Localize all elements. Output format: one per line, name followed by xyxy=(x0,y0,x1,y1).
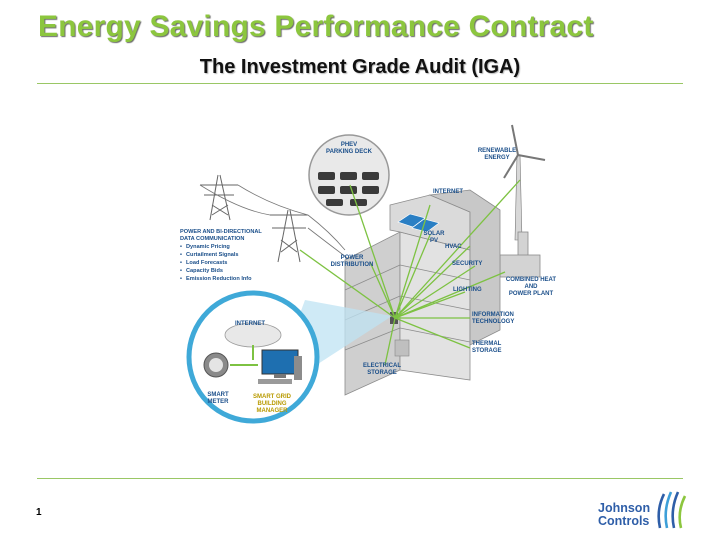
smart-grid-label-1: SMART GRID xyxy=(253,394,292,400)
logo-mark-icon xyxy=(654,488,688,532)
power-dist-label-1: POWER xyxy=(341,255,364,261)
it-label-1: INFORMATION xyxy=(472,312,514,318)
electrical-storage-unit xyxy=(395,340,409,356)
thermal-label-2: STORAGE xyxy=(472,348,502,354)
power-comm-heading-2: DATA COMMUNICATION xyxy=(180,236,244,242)
security-label: SECURITY xyxy=(452,261,482,267)
phev-label-1: PHEV xyxy=(341,142,357,148)
smart-meter-label-2: METER xyxy=(208,399,230,405)
solar-label-1: SOLAR xyxy=(424,231,446,237)
johnson-controls-logo: Johnson Controls xyxy=(598,488,690,532)
svg-text:•: • xyxy=(180,260,182,266)
svg-text:•: • xyxy=(180,252,182,258)
electrical-label-2: STORAGE xyxy=(367,370,397,376)
renewable-label-2: ENERGY xyxy=(484,155,509,161)
svg-text:•: • xyxy=(180,244,182,250)
list-item: Capacity Bids xyxy=(186,268,223,274)
hvac-label: HVAC xyxy=(445,244,462,250)
electrical-label-1: ELECTRICAL xyxy=(363,363,401,369)
smart-grid-label-3: MANAGER xyxy=(257,408,289,414)
it-label-2: TECHNOLOGY xyxy=(472,319,514,325)
svg-text:•: • xyxy=(180,276,182,282)
transmission-tower-left xyxy=(200,175,238,220)
internet-circle-label: INTERNET xyxy=(235,321,265,327)
list-item: Load Forecasts xyxy=(186,260,227,266)
chp-label-1: COMBINED HEAT xyxy=(506,277,557,283)
renewable-label-1: RENEWABLE xyxy=(478,148,516,154)
chp-label-2: AND xyxy=(525,284,539,290)
internet-top-label: INTERNET xyxy=(433,189,463,195)
page-number: 1 xyxy=(36,507,42,518)
list-item: Dynamic Pricing xyxy=(186,244,230,250)
solar-label-2: PV xyxy=(430,238,438,244)
list-item: Emission Reduction Info xyxy=(186,276,252,282)
phev-label-2: PARKING DECK xyxy=(326,149,373,155)
chp-plant xyxy=(500,232,540,277)
power-dist-label-2: DISTRIBUTION xyxy=(331,262,374,268)
chp-label-3: POWER PLANT xyxy=(509,291,554,297)
svg-text:•: • xyxy=(180,268,182,274)
list-item: Curtailment Signals xyxy=(186,252,239,258)
logo-text: Johnson Controls xyxy=(598,502,650,528)
smart-grid-label-2: BUILDING xyxy=(258,401,287,407)
wind-turbine xyxy=(504,125,545,240)
transmission-tower-right xyxy=(270,210,308,262)
thermal-label-1: THERMAL xyxy=(472,341,502,347)
lighting-label: LIGHTING xyxy=(453,287,482,293)
bottom-divider xyxy=(37,478,683,479)
smart-meter-label-1: SMART xyxy=(207,392,229,398)
power-comm-list: • Dynamic Pricing • Curtailment Signals • L… xyxy=(180,244,252,282)
power-comm-heading-1: POWER AND BI-DIRECTIONAL xyxy=(180,229,262,235)
